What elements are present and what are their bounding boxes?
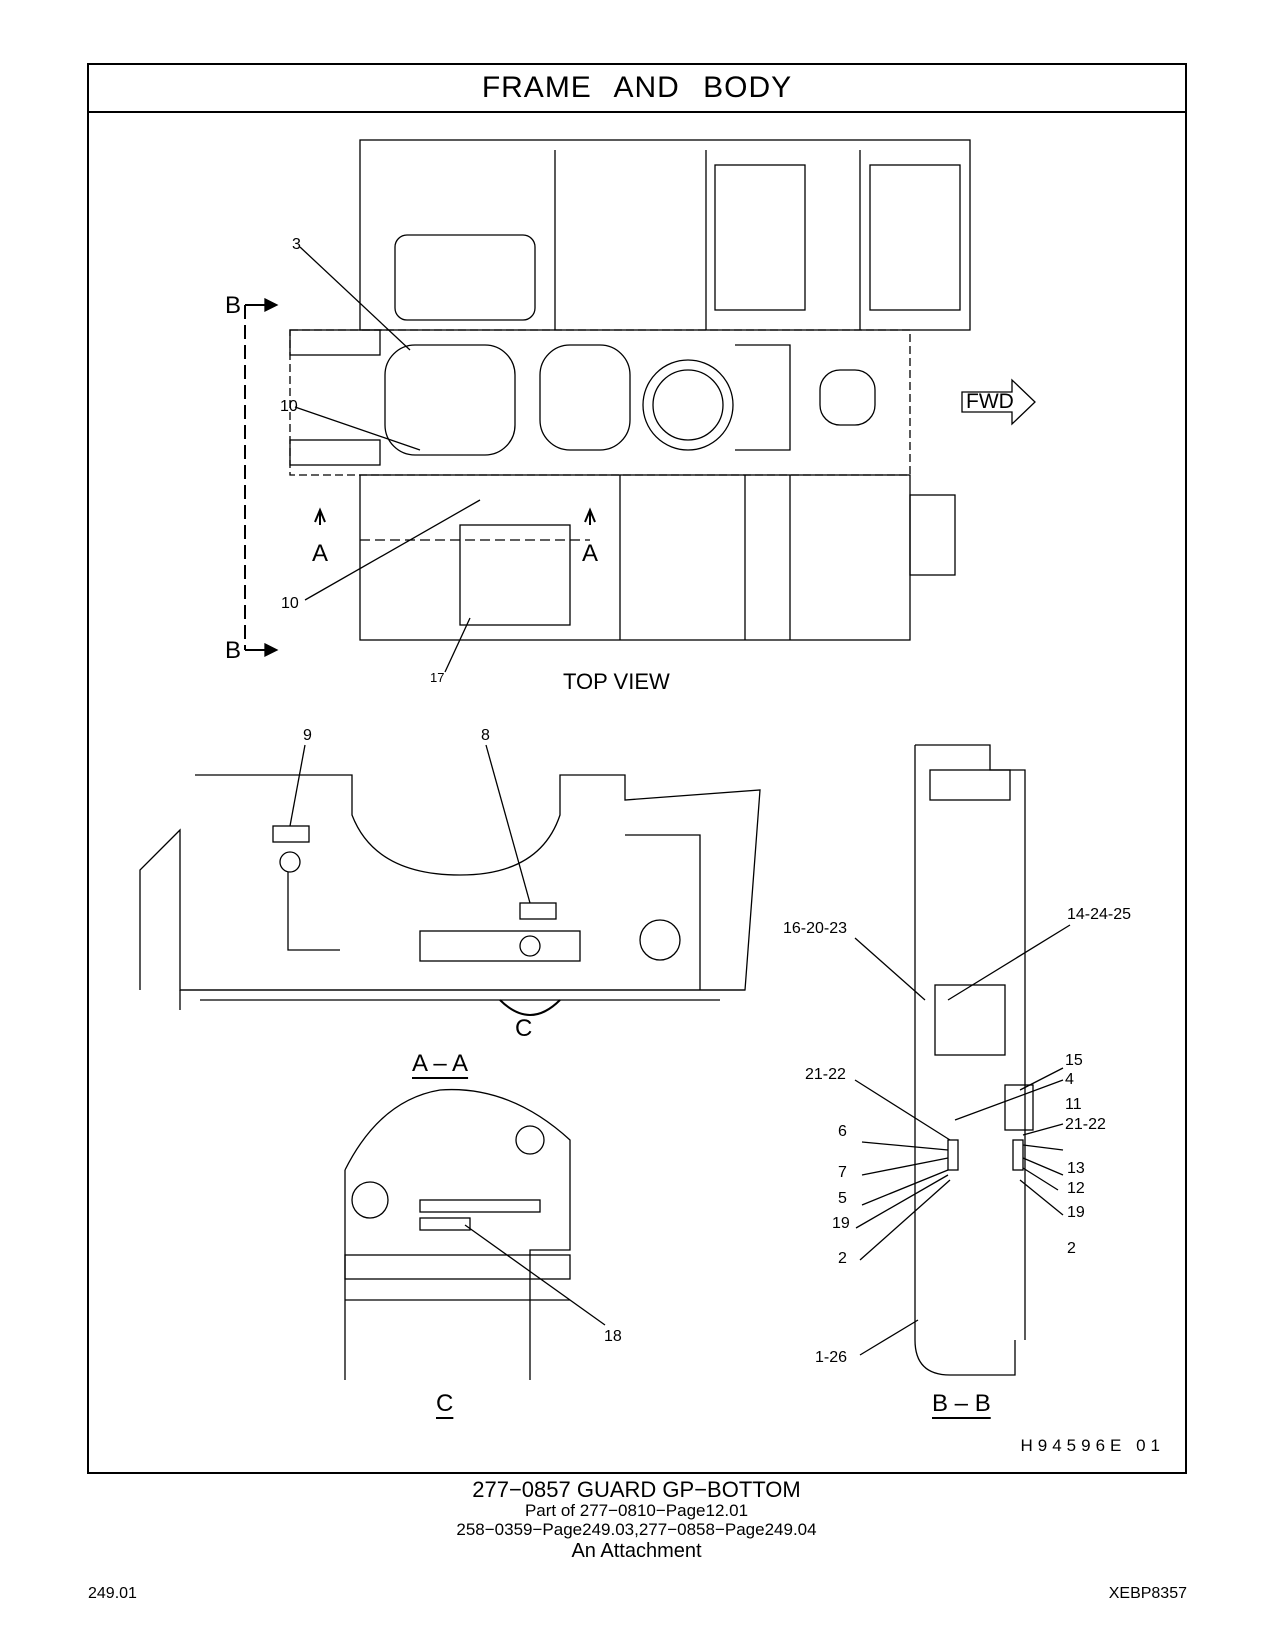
detail-c-caption: C <box>436 1390 454 1417</box>
callout-21-22-left: 21-22 <box>805 1066 846 1083</box>
top-view-caption: TOP VIEW <box>563 669 670 694</box>
callout-7: 7 <box>838 1164 847 1181</box>
page-number: 249.01 <box>88 1585 137 1602</box>
callout-6: 6 <box>838 1123 847 1140</box>
part-footer: 277−0857 GUARD GP−BOTTOM Part of 277−081… <box>0 1477 1273 1562</box>
top-view-frame <box>244 139 1036 673</box>
callout-2-right: 2 <box>1067 1240 1076 1257</box>
section-mark-a-left: A <box>312 540 329 567</box>
callout-17: 17 <box>430 670 445 685</box>
callout-19-left: 19 <box>832 1215 850 1232</box>
page-title: FRAME AND BODY <box>89 65 1185 113</box>
section-mark-a-right: A <box>582 540 599 567</box>
callout-18: 18 <box>604 1328 622 1345</box>
drawing-frame: FRAME AND BODY H94596E 01 <box>87 63 1187 1474</box>
section-aa-drawing <box>139 744 761 1016</box>
section-bb-drawing <box>854 744 1071 1376</box>
callout-5: 5 <box>838 1190 847 1207</box>
callout-15: 15 <box>1065 1052 1083 1069</box>
callout-21-22-right: 21-22 <box>1065 1116 1106 1133</box>
attachment-note: An Attachment <box>571 1539 702 1562</box>
callout-12: 12 <box>1067 1180 1085 1197</box>
section-mark-c: C <box>515 1015 533 1042</box>
callout-2-left: 2 <box>838 1250 847 1267</box>
part-title: 277−0857 GUARD GP−BOTTOM <box>472 1477 801 1502</box>
callout-10-lower: 10 <box>281 595 299 612</box>
section-bb-caption: B – B <box>932 1390 991 1417</box>
part-of-reference: Part of 277−0810−Page12.01 <box>524 1501 749 1521</box>
fwd-arrow-label: FWD <box>966 390 1014 413</box>
callout-14-24-25: 14-24-25 <box>1067 906 1132 923</box>
callout-1-26: 1-26 <box>815 1349 848 1366</box>
document-id: XEBP8357 <box>1108 1585 1187 1602</box>
callout-4: 4 <box>1065 1071 1074 1088</box>
section-aa-caption: A – A <box>412 1050 469 1077</box>
callout-13: 13 <box>1067 1160 1085 1177</box>
detail-c-drawing <box>344 1088 606 1380</box>
callout-9: 9 <box>303 727 312 744</box>
callout-16-20-23: 16-20-23 <box>783 920 848 937</box>
section-mark-b-bottom: B <box>225 637 242 664</box>
drawing-number: H94596E 01 <box>1020 1436 1165 1455</box>
section-mark-b-top: B <box>225 292 242 319</box>
page-references: 258−0359−Page249.03,277−0858−Page249.04 <box>456 1519 817 1539</box>
callout-8: 8 <box>481 727 490 744</box>
callout-10-upper: 10 <box>280 398 298 415</box>
callout-3: 3 <box>292 236 301 253</box>
callout-11: 11 <box>1065 1096 1082 1113</box>
callout-19-right: 19 <box>1067 1204 1085 1221</box>
